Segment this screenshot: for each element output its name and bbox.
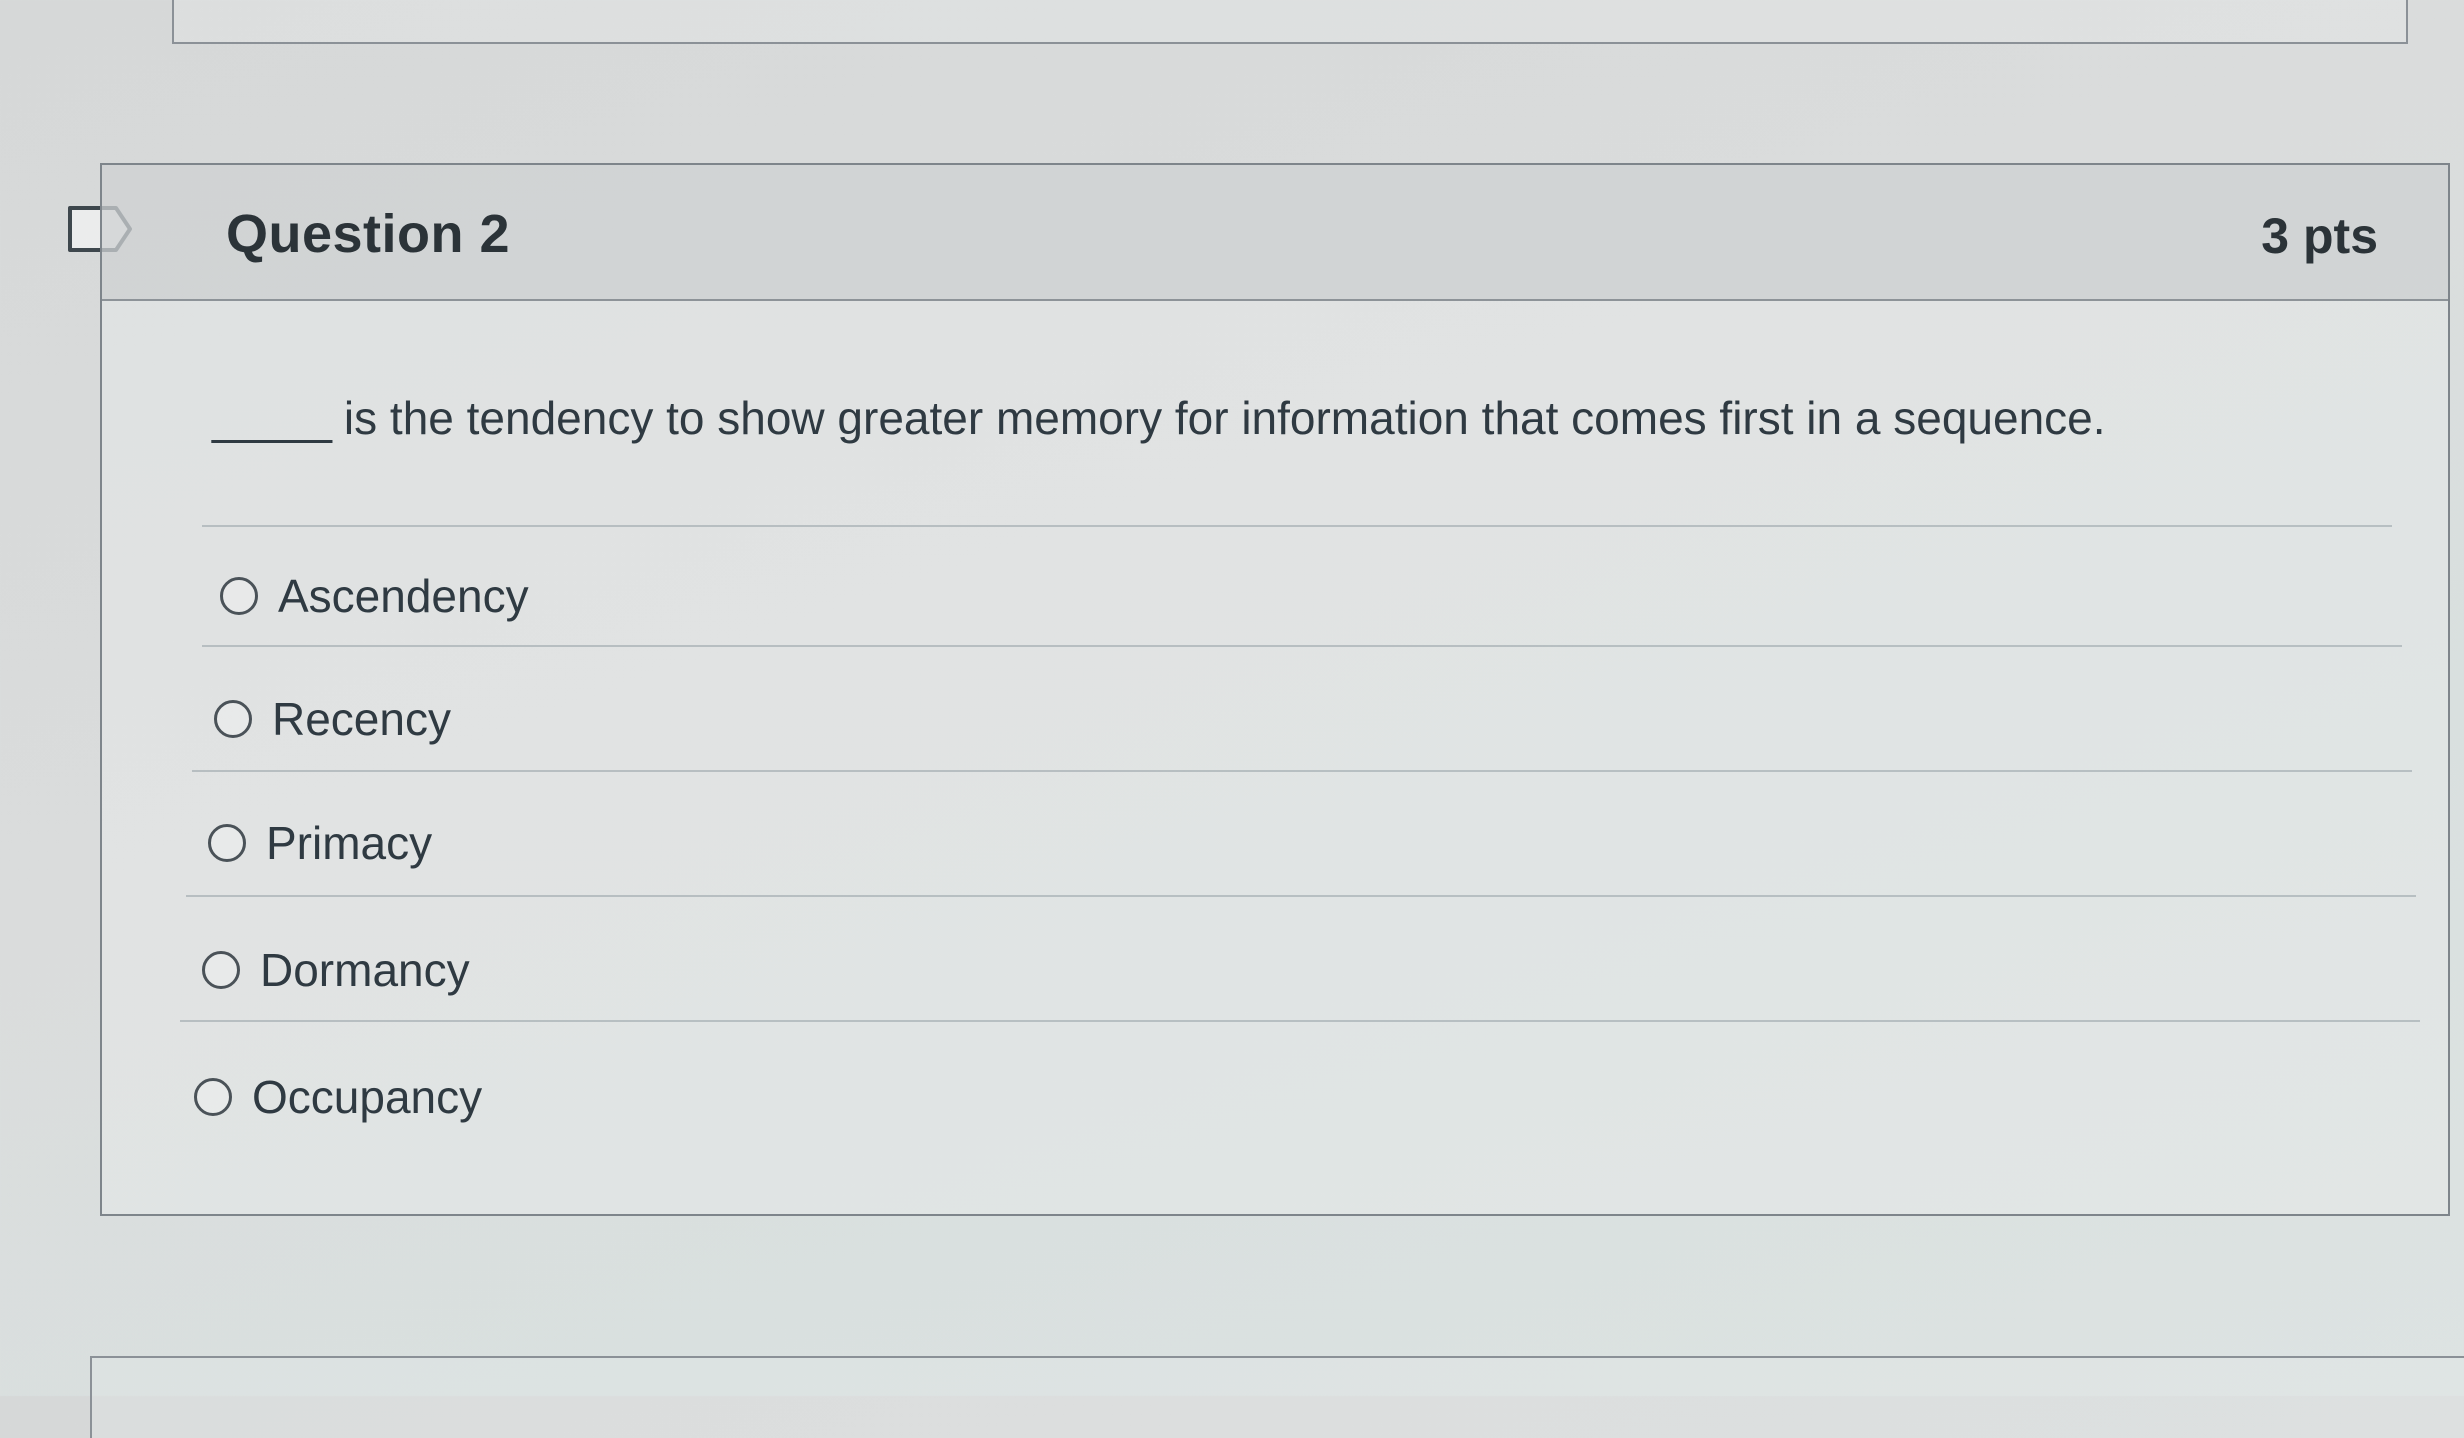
answer-option[interactable]: Ascendency [220,569,529,623]
divider [180,1020,2420,1022]
question-title: Question 2 [226,204,511,264]
radio-button-icon[interactable] [208,824,246,862]
answer-label: Ascendency [278,570,529,622]
question-card: Question 2 3 pts _____is the tendency to… [100,163,2450,1216]
answer-option[interactable]: Occupancy [194,1070,482,1124]
answer-option[interactable]: Primacy [208,816,432,870]
answer-option[interactable]: Recency [214,692,451,746]
divider [186,895,2416,897]
question-header: Question 2 3 pts [102,165,2448,301]
answer-label: Dormancy [260,944,470,996]
answer-label: Primacy [266,817,433,869]
next-question-card [90,1356,2464,1438]
answer-option[interactable]: Dormancy [202,943,470,997]
radio-button-icon[interactable] [194,1078,232,1116]
question-points: 3 pts [2261,208,2378,264]
radio-button-icon[interactable] [214,700,252,738]
radio-button-icon[interactable] [220,577,258,615]
question-prompt: is the tendency to show greater memory f… [343,392,2106,444]
question-text: _____is the tendency to show greater mem… [212,391,2106,445]
answer-label: Recency [272,693,451,745]
radio-button-icon[interactable] [202,951,240,989]
question-blank: _____ [212,392,332,444]
divider [192,770,2412,772]
previous-question-card [172,0,2408,44]
divider [202,525,2392,527]
answer-label: Occupancy [252,1071,483,1123]
divider [202,645,2402,647]
